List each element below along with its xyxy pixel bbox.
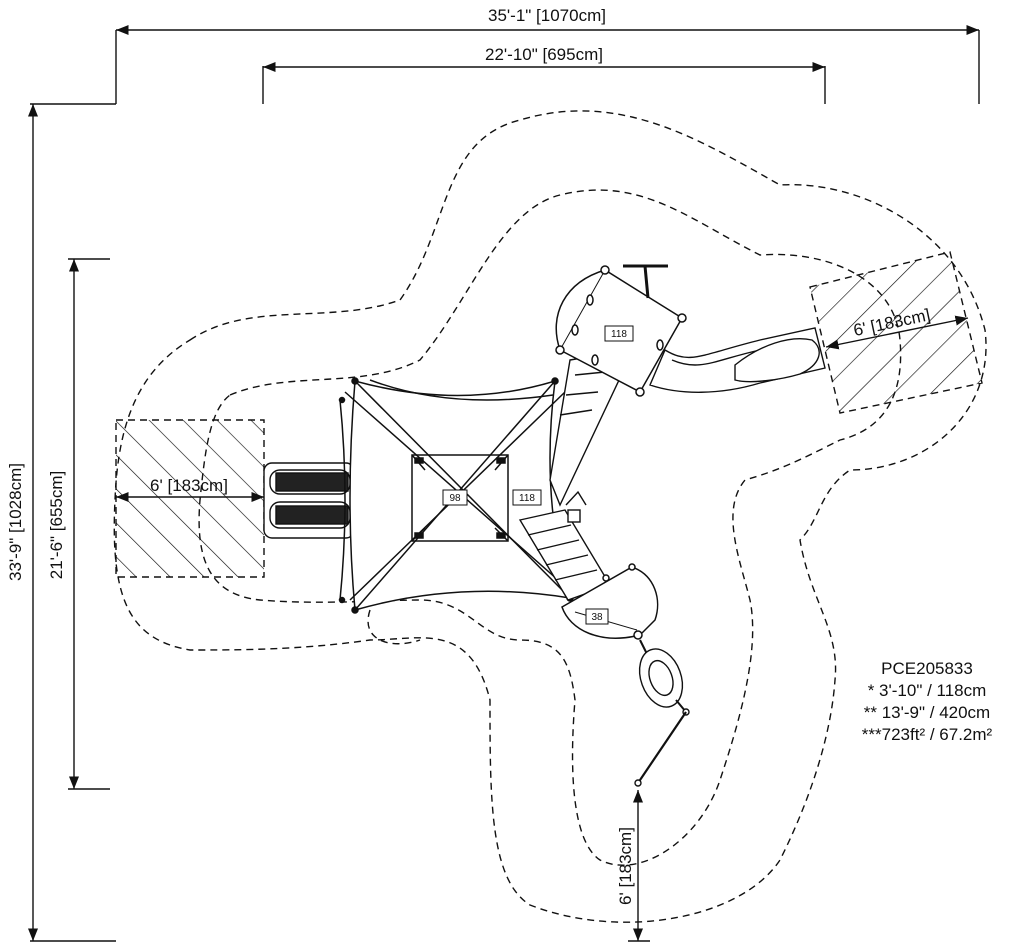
bottom-zone-label: 6' [183cm] (616, 827, 635, 905)
lower-walkway (518, 490, 612, 601)
spring-climber (634, 639, 690, 787)
upper-deck-tag: 118 (604, 325, 634, 342)
structure-depth-label: 21'-6" [655cm] (47, 471, 66, 580)
overall-depth-label: 33'-9" [1028cm] (6, 463, 25, 581)
lower-deck-tag: 38 (585, 608, 609, 625)
fall-height: * 3'-10" / 118cm (867, 681, 987, 700)
deck-height-tags: 98 118 118 38 (442, 325, 634, 625)
lower-deck-height: 38 (591, 612, 603, 623)
hatched-zones (115, 251, 983, 578)
dimension-lines (27, 24, 980, 942)
left-zone-edge (367, 609, 421, 645)
center-deck-height: 98 (449, 493, 461, 504)
overall-width-label: 35'-1" [1070cm] (488, 6, 606, 25)
left-zone-label: 6' [183cm] (150, 476, 228, 495)
upper-walkway (549, 354, 621, 507)
structure-width-label: 22'-10" [695cm] (485, 45, 603, 64)
dimension-labels: 35'-1" [1070cm] 22'-10" [695cm] 33'-9" [… (6, 4, 932, 905)
twin-slides (263, 462, 355, 539)
outer-use-zone (113, 110, 987, 923)
center-deck-tag: 98 (442, 489, 468, 506)
left-hatch-zone (115, 419, 265, 578)
center-roof-tag: 118 (512, 489, 542, 506)
center-roof-height: 118 (519, 493, 535, 504)
curved-slide (649, 327, 826, 393)
spec-block: PCE205833 * 3'-10" / 118cm ** 13'-9" / 4… (842, 658, 1012, 746)
max-height: ** 13'-9" / 420cm (863, 703, 991, 722)
use-zone-area: ***723ft² / 67.2m² (861, 725, 993, 744)
upper-deck-height: 118 (611, 329, 627, 340)
model-number: PCE205833 (881, 659, 973, 678)
